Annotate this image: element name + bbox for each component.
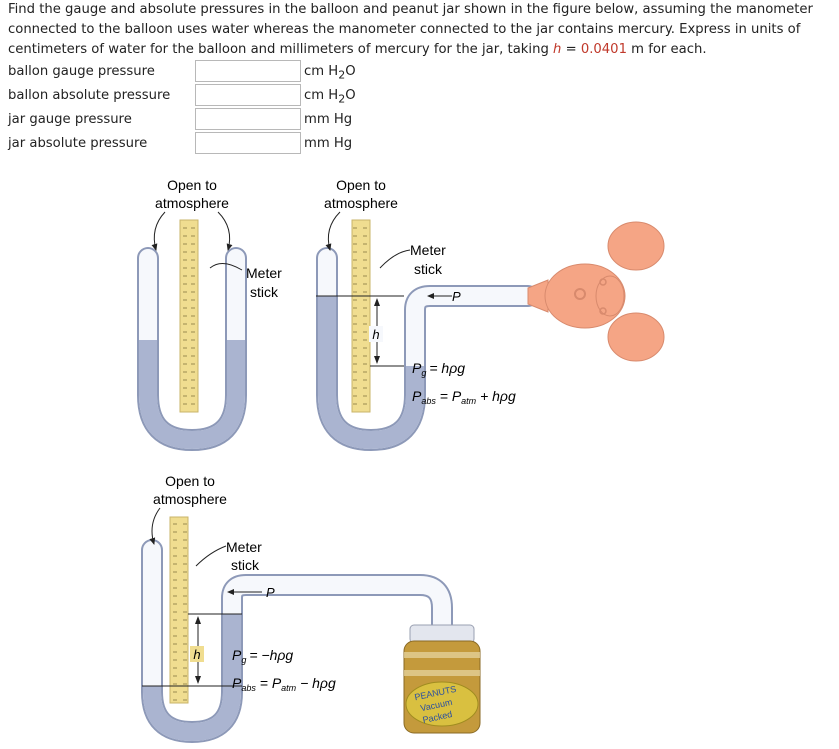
answer-label: jar absolute pressure (8, 136, 148, 151)
answer-label: ballon absolute pressure (8, 88, 171, 103)
open-arrow (149, 507, 161, 545)
meter-stick (169, 516, 189, 704)
pabs-equation: Pabs = Patm + hρg (412, 388, 516, 406)
meter-stick (351, 219, 371, 413)
open-arrow-left (151, 211, 166, 251)
balloon-neck (527, 279, 549, 313)
pabs-equation: Pabs = Patm − hρg (232, 675, 336, 693)
manometer-jar: h Open to atmosphere Meter stick P Pg= −… (141, 473, 481, 744)
meter-pointer (195, 545, 227, 567)
jar-lid (409, 624, 475, 644)
open-label-line2: atmosphere (153, 491, 227, 507)
balloon-fluid (318, 296, 424, 450)
h-label: h (372, 327, 379, 342)
balloon-absolute-input[interactable] (195, 84, 301, 106)
h-arrow-up (195, 616, 201, 624)
h-value: 0.0401 (580, 42, 627, 57)
jar-tube-glass (143, 541, 451, 742)
answer-label: ballon gauge pressure (8, 64, 155, 79)
jar-band (404, 670, 480, 676)
jar-band (404, 652, 480, 658)
meter-label-line1: Meter (226, 539, 262, 555)
jar-fluid (143, 614, 241, 742)
balloon-eye (574, 288, 586, 300)
open-label-line1: Open to (336, 177, 386, 193)
p-label: P (452, 289, 461, 304)
h-label-bg (190, 646, 204, 662)
open-label-line2: atmosphere (155, 195, 229, 211)
open-label-line2: atmosphere (324, 195, 398, 211)
fluid-column (139, 340, 245, 450)
jar-gauge-input[interactable] (195, 108, 301, 130)
balloon-dot (599, 307, 607, 315)
open-label-line1: Open to (167, 177, 217, 193)
meter-label-line1: Meter (410, 242, 446, 258)
balloon-gauge-input[interactable] (195, 60, 301, 82)
manometer-balloon: h Open to atmosphere Meter stick P Pg= h… (316, 177, 665, 452)
pg-equation: Pg= −hρg (232, 647, 293, 665)
manometer-open: Open to atmosphere Meter stick (137, 177, 282, 452)
balloon-dot (599, 278, 607, 286)
open-label-line1: Open to (165, 473, 215, 489)
meter-pointer (379, 249, 411, 269)
answer-unit: cm H2O (304, 88, 356, 106)
balloon-ear-bottom (607, 312, 665, 362)
meter-stick (179, 219, 199, 413)
var-h: h (553, 42, 562, 57)
meter-label-line2: stick (231, 557, 260, 573)
h-label: h (193, 647, 200, 662)
balloon-ear-top (607, 221, 665, 271)
meter-label-line2: stick (250, 284, 279, 300)
balloon (527, 221, 665, 362)
h-arrow-down (374, 356, 380, 364)
open-arrow (325, 211, 341, 251)
meter-label-line1: Meter (246, 265, 282, 281)
open-arrow-right (217, 211, 233, 251)
answer-unit: cm H2O (304, 64, 356, 82)
answer-unit: mm Hg (304, 112, 353, 127)
jar-label (405, 681, 479, 727)
peanut-jar: PEANUTS Vacuum Packed (403, 624, 481, 734)
p-label: P (266, 585, 275, 600)
pg-equation: Pg= hρg (412, 360, 465, 378)
meter-pointer (209, 263, 243, 271)
h-label-bg (369, 326, 383, 342)
answer-label: jar gauge pressure (8, 112, 132, 127)
answer-unit: mm Hg (304, 136, 353, 151)
jar-absolute-input[interactable] (195, 132, 301, 154)
meter-label-line2: stick (414, 261, 443, 277)
balloon-snout (595, 275, 625, 317)
question-text: Find the gauge and absolute pressures in… (8, 2, 813, 57)
h-arrow-up (374, 298, 380, 306)
h-arrow-down (195, 676, 201, 684)
